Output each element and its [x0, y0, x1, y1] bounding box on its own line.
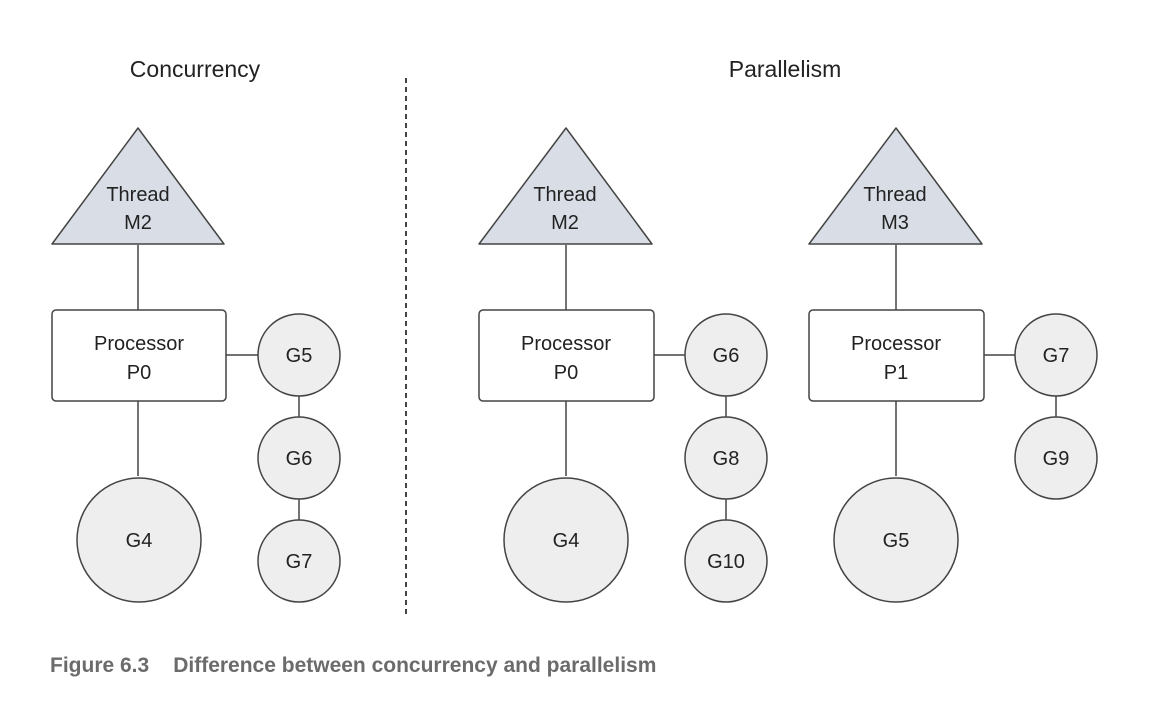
running-goroutine-label: G4: [553, 530, 580, 552]
parallelism-heading: Parallelism: [729, 56, 841, 82]
queued-goroutine: [1014, 416, 1098, 500]
queued-goroutine: [257, 313, 341, 397]
thread-id: M3: [881, 212, 909, 234]
queued-goroutine: [257, 416, 341, 500]
thread-triangle: [51, 127, 225, 245]
queued-goroutine-label: G5: [286, 345, 313, 367]
processor-id: P1: [884, 362, 908, 384]
processor-label: Processor: [851, 333, 941, 355]
thread-label: Thread: [533, 184, 596, 206]
queued-goroutine-label: G10: [707, 551, 745, 573]
queued-goroutine: [684, 519, 768, 603]
queued-goroutine-label: G6: [713, 345, 740, 367]
processor-id: P0: [127, 362, 151, 384]
parallel-group-a: Thread M2 Processor P0 G4 G6 G8 G10: [478, 127, 768, 603]
queued-goroutine: [684, 313, 768, 397]
running-goroutine-label: G5: [883, 530, 910, 552]
thread-id: M2: [124, 212, 152, 234]
queued-goroutine-label: G7: [1043, 345, 1070, 367]
thread-triangle: [808, 127, 983, 245]
queued-goroutine-label: G6: [286, 448, 313, 470]
queued-goroutine-label: G8: [713, 448, 740, 470]
running-goroutine: [503, 477, 629, 603]
running-goroutine-label: G4: [126, 530, 153, 552]
thread-id: M2: [551, 212, 579, 234]
parallel-group-b: Thread M3 Processor P1 G5 G7 G9: [808, 127, 1098, 603]
thread-label: Thread: [106, 184, 169, 206]
running-goroutine: [833, 477, 959, 603]
thread-triangle: [478, 127, 653, 245]
queued-goroutine: [257, 519, 341, 603]
running-goroutine: [76, 477, 202, 603]
processor-label: Processor: [94, 333, 184, 355]
queued-goroutine: [684, 416, 768, 500]
queued-goroutine-label: G7: [286, 551, 313, 573]
processor-box: [808, 309, 985, 402]
processor-box: [51, 309, 227, 402]
queued-goroutine: [1014, 313, 1098, 397]
queued-goroutine-label: G9: [1043, 448, 1070, 470]
thread-label: Thread: [863, 184, 926, 206]
processor-id: P0: [554, 362, 578, 384]
processor-box: [478, 309, 655, 402]
concurrency-group: Thread M2 Processor P0 G4 G5 G6 G7: [51, 127, 341, 603]
figure-caption: Figure 6.3 Difference between concurrency…: [50, 654, 656, 678]
concurrency-heading: Concurrency: [130, 56, 261, 82]
processor-label: Processor: [521, 333, 611, 355]
figure-number: Figure 6.3: [50, 654, 150, 677]
figure-caption-text: Difference between concurrency and paral…: [173, 654, 657, 677]
